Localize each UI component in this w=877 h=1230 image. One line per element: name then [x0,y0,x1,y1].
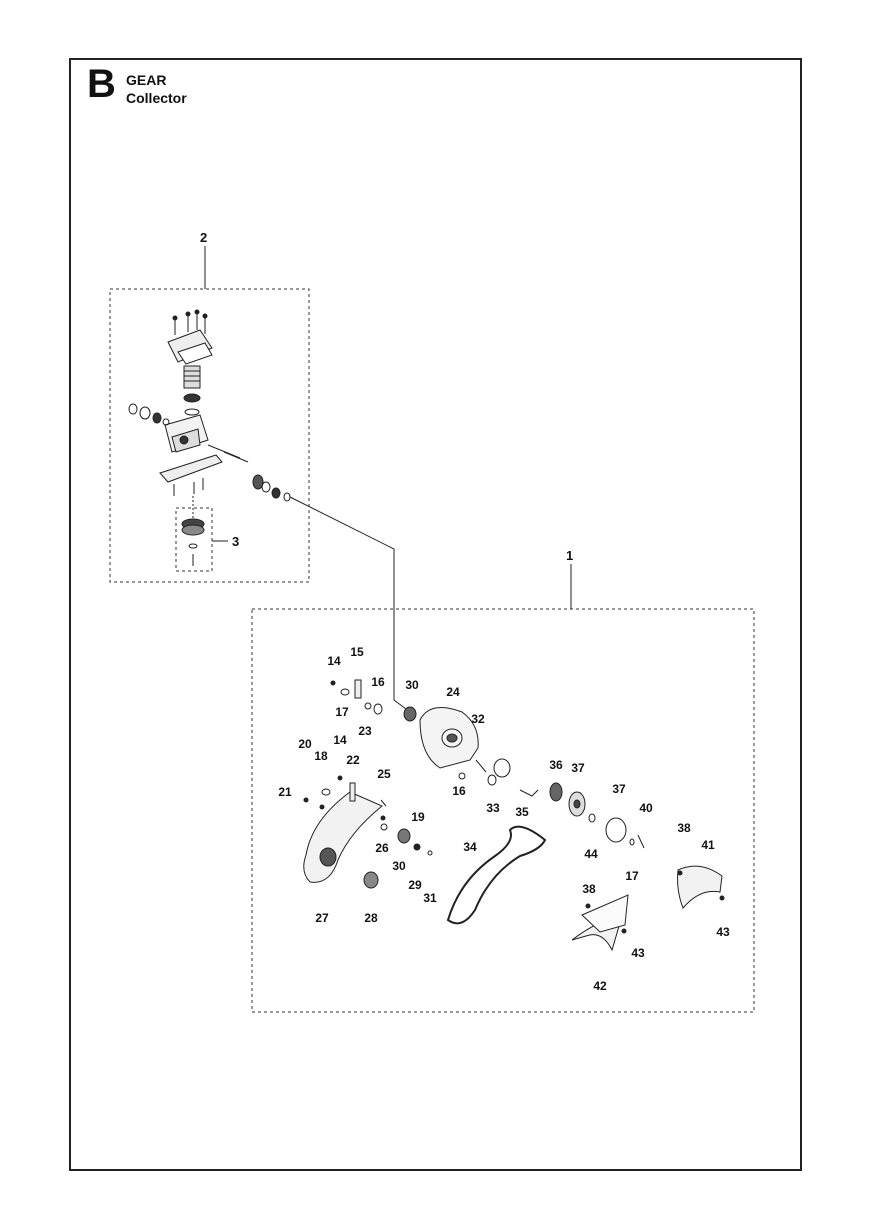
shaft-connector-line [289,496,411,713]
callout-label: 43 [716,925,730,939]
callout-label: 26 [375,841,389,855]
callout-label: 37 [571,761,585,775]
callout-label: 42 [593,979,607,993]
callout-label: 28 [364,911,378,925]
callout-label: 37 [612,782,626,796]
callout-label: 14 [333,733,347,747]
page-frame [69,58,802,1171]
group-label-1: 1 [566,548,573,563]
gearbox-assembly-sketch [128,309,291,566]
callout-label: 16 [452,784,466,798]
callout-label: 40 [639,801,653,815]
callout-label: 31 [423,891,437,905]
callout-label: 17 [625,869,639,883]
callout-label: 14 [327,654,341,668]
callout-label: 25 [377,767,391,781]
callout-label: 30 [392,859,406,873]
group-2-box [109,288,310,583]
callout-label: 43 [631,946,645,960]
callout-label: 44 [584,847,598,861]
callout-label: 23 [358,724,372,738]
callout-label: 20 [298,737,312,751]
group-label-2: 2 [200,230,207,245]
page-title: GEAR [126,72,167,88]
page-subtitle: Collector [126,90,187,106]
section-letter: B [87,62,116,106]
callout-label: 29 [408,878,422,892]
group-1-box [251,608,755,1013]
callout-label: 17 [335,705,349,719]
callout-label: 22 [346,753,360,767]
callout-label: 19 [411,810,425,824]
callout-label: 33 [486,801,500,815]
callout-label: 27 [315,911,329,925]
callout-label: 38 [677,821,691,835]
callout-label: 18 [314,749,328,763]
callout-label: 21 [278,785,292,799]
callout-label: 41 [701,838,715,852]
callout-label: 16 [371,675,385,689]
callout-label: 35 [515,805,529,819]
callout-label: 34 [463,840,477,854]
callout-label: 30 [405,678,419,692]
group-3-box [175,507,213,572]
group-label-3: 3 [232,534,239,549]
callout-label: 36 [549,758,563,772]
callout-label: 15 [350,645,364,659]
callout-label: 38 [582,882,596,896]
collector-assembly-sketch [303,679,725,952]
callout-label: 32 [471,712,485,726]
callout-label: 24 [446,685,460,699]
